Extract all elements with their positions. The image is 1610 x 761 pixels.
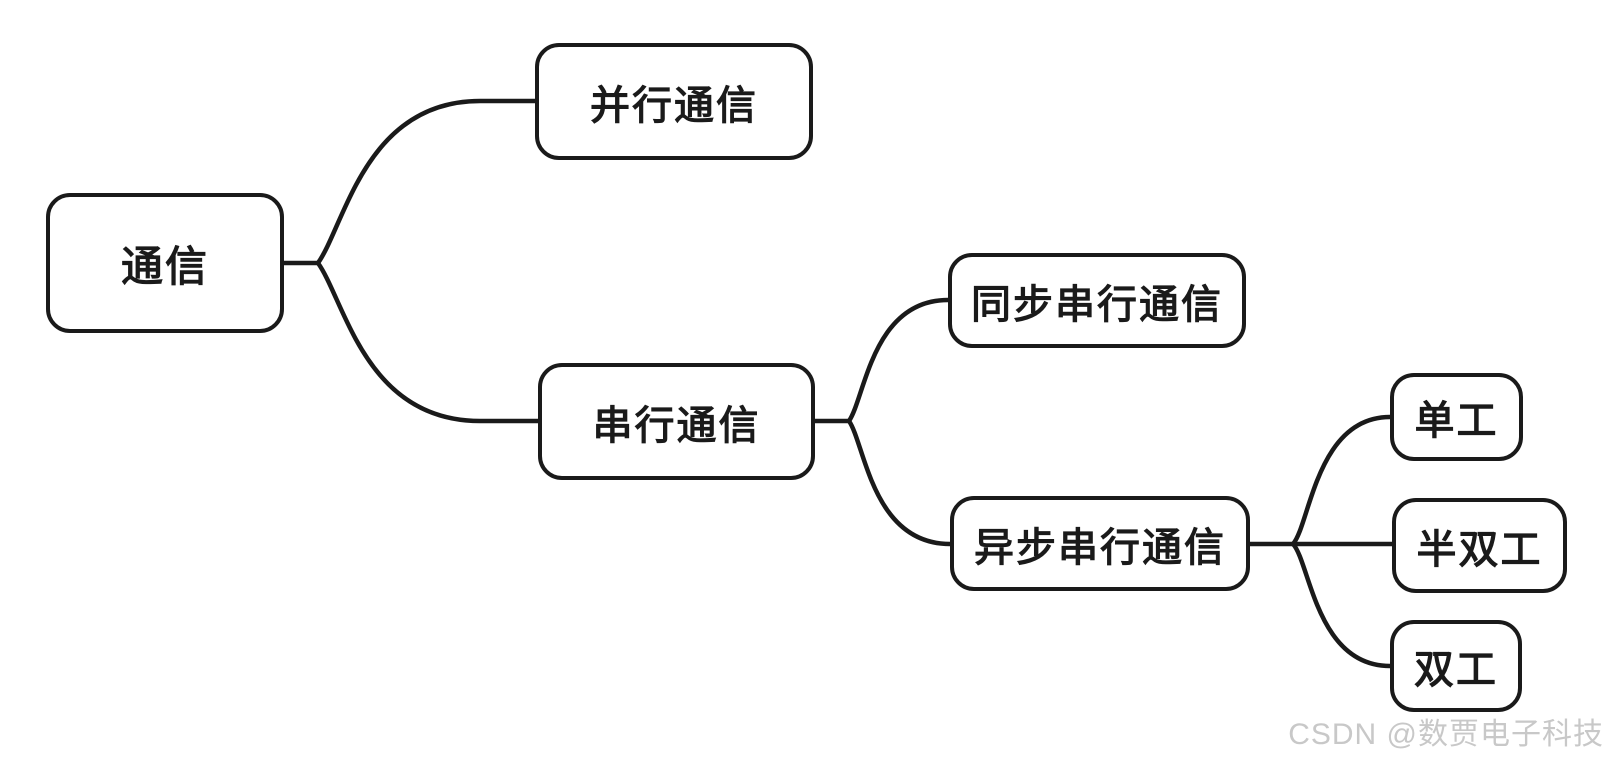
connector-async-to-duplex [1290, 541, 1393, 669]
connector-async-to-simplex [1290, 414, 1393, 547]
csdn-watermark: CSDN @数贾电子科技 [1288, 718, 1604, 751]
node-asynchronous-serial-communication: 异步串行通信 [950, 496, 1250, 591]
connector-serial-to-sync [846, 297, 951, 424]
node-synchronous-serial-communication: 同步串行通信 [948, 253, 1246, 348]
node-simplex: 单工 [1390, 373, 1523, 461]
node-parallel-communication: 并行通信 [535, 43, 813, 160]
node-communication: 通信 [46, 193, 284, 333]
node-duplex: 双工 [1390, 620, 1522, 712]
node-half-duplex: 半双工 [1392, 498, 1567, 593]
connector-root-to-serial [315, 260, 541, 424]
node-serial-communication: 串行通信 [538, 363, 815, 480]
connector-serial-to-async [846, 418, 953, 547]
connector-root-to-parallel [315, 98, 538, 266]
